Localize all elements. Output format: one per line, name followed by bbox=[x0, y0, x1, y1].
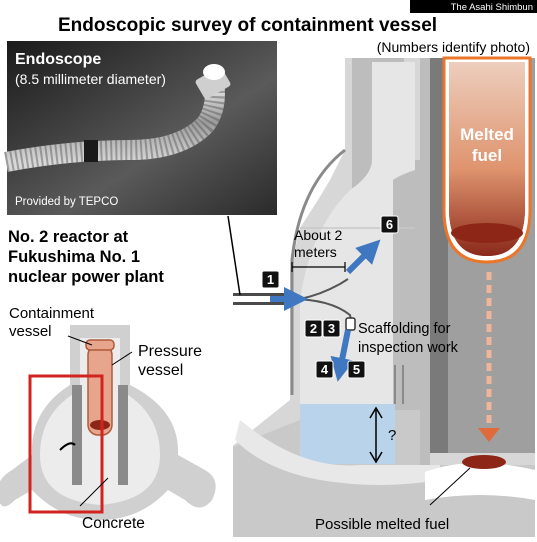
reactor-title-3: nuclear power plant bbox=[8, 268, 164, 286]
arrow-photo-4-5 bbox=[330, 329, 355, 382]
mini-pedestal-left bbox=[72, 385, 82, 485]
vessel-glow bbox=[449, 62, 525, 256]
suppression-ring bbox=[235, 420, 440, 485]
credit-bar bbox=[410, 0, 537, 13]
highlight-frame bbox=[28, 374, 104, 514]
possible-fuel-label: Possible melted fuel bbox=[315, 516, 449, 533]
mini-penetration bbox=[59, 442, 76, 451]
possible-fuel-spot bbox=[462, 455, 506, 469]
floor-surface bbox=[425, 462, 535, 500]
endoscope-photo: Endoscope (8.5 millimeter diameter) Prov… bbox=[4, 39, 279, 217]
reactor-title-1: No. 2 reactor at bbox=[8, 228, 129, 246]
reactor-locator: Containment vessel Pressure vessel Concr… bbox=[0, 290, 232, 537]
photo-credit: Provided by TEPCO bbox=[15, 196, 118, 208]
photo-title: Endoscope bbox=[15, 51, 101, 68]
arrow-photo-6 bbox=[345, 239, 381, 275]
svg-text:2: 2 bbox=[310, 321, 317, 336]
photo-subtitle: (8.5 millimeter diameter) bbox=[15, 71, 166, 87]
svg-text:5: 5 bbox=[353, 362, 360, 377]
photo-number-4: 4 bbox=[315, 360, 334, 379]
melted-fuel-pool bbox=[451, 223, 523, 243]
mini-melted-fuel bbox=[90, 420, 110, 430]
tube-bore bbox=[225, 296, 289, 302]
scaffolding-label-2: inspection work bbox=[358, 340, 459, 356]
fuel-drop-arrowhead bbox=[478, 428, 500, 442]
concrete-label: Concrete bbox=[82, 515, 145, 532]
newspaper-credit: The Asahi Shimbun bbox=[451, 2, 533, 13]
possible-fuel-leader bbox=[429, 467, 471, 506]
containment-label-1: Containment bbox=[9, 305, 95, 322]
photo-background bbox=[5, 39, 279, 217]
photo-number-2: 2 bbox=[304, 319, 323, 338]
unknown-depth-label: ? bbox=[388, 427, 396, 444]
photo-number-1: 1 bbox=[261, 270, 280, 289]
page-subtitle: (Numbers identify photo) bbox=[377, 39, 530, 55]
svg-text:6: 6 bbox=[386, 217, 393, 232]
concrete-leader bbox=[79, 477, 109, 507]
endoscope-lens bbox=[203, 64, 225, 80]
braided-cable bbox=[4, 80, 225, 172]
pressure-label-2: vessel bbox=[138, 362, 183, 379]
dome-wall bbox=[290, 148, 346, 395]
svg-text:3: 3 bbox=[328, 321, 335, 336]
distance-label-1: About 2 bbox=[294, 227, 342, 243]
photo-number-3: 3 bbox=[322, 319, 341, 338]
cable-band bbox=[84, 140, 98, 162]
svg-text:1: 1 bbox=[267, 272, 274, 287]
melted-fuel-label-2: fuel bbox=[472, 146, 502, 165]
depth-arrows bbox=[369, 406, 383, 464]
distance-bracket bbox=[291, 262, 346, 272]
photo-pointer bbox=[227, 215, 241, 296]
containment-label-2: vessel bbox=[9, 323, 52, 340]
photo-number-5: 5 bbox=[347, 360, 366, 379]
scaffolding-label-1: Scaffolding for bbox=[358, 321, 451, 337]
photo-number-6: 6 bbox=[380, 215, 399, 234]
distance-label-2: meters bbox=[294, 244, 337, 260]
mini-pedestal-right bbox=[118, 385, 128, 485]
endoscope-tip bbox=[345, 317, 356, 331]
containment-leader bbox=[67, 335, 93, 346]
melted-fuel-label-1: Melted bbox=[460, 125, 514, 144]
mini-vessel-cap bbox=[85, 339, 115, 351]
svg-text:4: 4 bbox=[321, 362, 329, 377]
page-title: Endoscopic survey of containment vessel bbox=[58, 15, 437, 36]
pressure-leader bbox=[111, 351, 133, 366]
reactor-title-2: Fukushima No. 1 bbox=[8, 248, 140, 266]
braid-texture bbox=[4, 80, 225, 172]
pressure-label-1: Pressure bbox=[138, 343, 202, 360]
